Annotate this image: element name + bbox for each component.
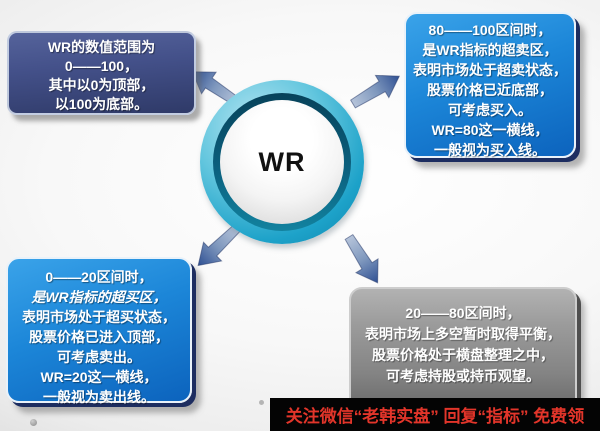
callout-line: 股票价格处于横盘整理之中， [372,347,554,363]
callout-line: 可考虑持股或持币观望。 [386,368,540,384]
decoration-dot [259,400,264,405]
callout-line: 是WR指标的超卖区， [422,42,558,58]
circle-highlight [239,106,325,139]
callout-line: 股票价格已近底部， [427,82,553,98]
center-circle-face: WR [220,100,344,224]
callout-value-range: WR的数值范围为 0——100， 其中以0为顶部， 以100为底部。 [7,31,196,115]
callout-line: WR=20这一横线， [40,369,158,385]
callout-line: WR的数值范围为 [47,39,156,55]
callout-neutral-zone: 20——80区间时， 表明市场上多空暂时取得平衡， 股票价格处于横盘整理之中， … [349,287,577,411]
callout-line: 可考虑买入。 [448,102,532,118]
decoration-dot [30,419,37,426]
callout-line: 表明市场上多空暂时取得平衡， [365,326,561,342]
callout-line: 20——80区间时， [405,305,521,321]
center-circle: WR [200,80,364,244]
callout-line: WR=80这一横线， [431,122,549,138]
callout-line: 股票价格已进入顶部， [29,329,169,345]
callout-line: 一般视为买入线。 [434,142,546,158]
callout-line: 80——100区间时， [428,22,552,38]
footer-text: 关注微信“老韩实盘” 回复“指标” 免费领 [285,407,585,426]
arrow-up-right [350,74,401,109]
arrow-down-right [344,233,379,284]
footer-banner: 关注微信“老韩实盘” 回复“指标” 免费领 [270,398,600,431]
callout-line: 0——20区间时， [45,269,153,285]
callout-oversold-zone: 80——100区间时， 是WR指标的超卖区， 表明市场处于超卖状态， 股票价格已… [404,12,576,158]
callout-line: 一般视为卖出线。 [43,389,155,405]
center-label: WR [258,146,306,177]
callout-line: 是WR指标的超买区， [31,289,167,305]
callout-line: 其中以0为顶部， [48,77,155,93]
callout-line: 以100为底部。 [54,96,149,112]
callout-overbought-zone: 0——20区间时， 是WR指标的超买区， 表明市场处于超买状态， 股票价格已进入… [6,257,192,405]
callout-line: 表明市场处于超买状态， [22,309,176,325]
callout-line: 0——100， [64,58,139,74]
callout-line: 可考虑卖出。 [57,349,141,365]
callout-line: 表明市场处于超卖状态， [413,62,567,78]
